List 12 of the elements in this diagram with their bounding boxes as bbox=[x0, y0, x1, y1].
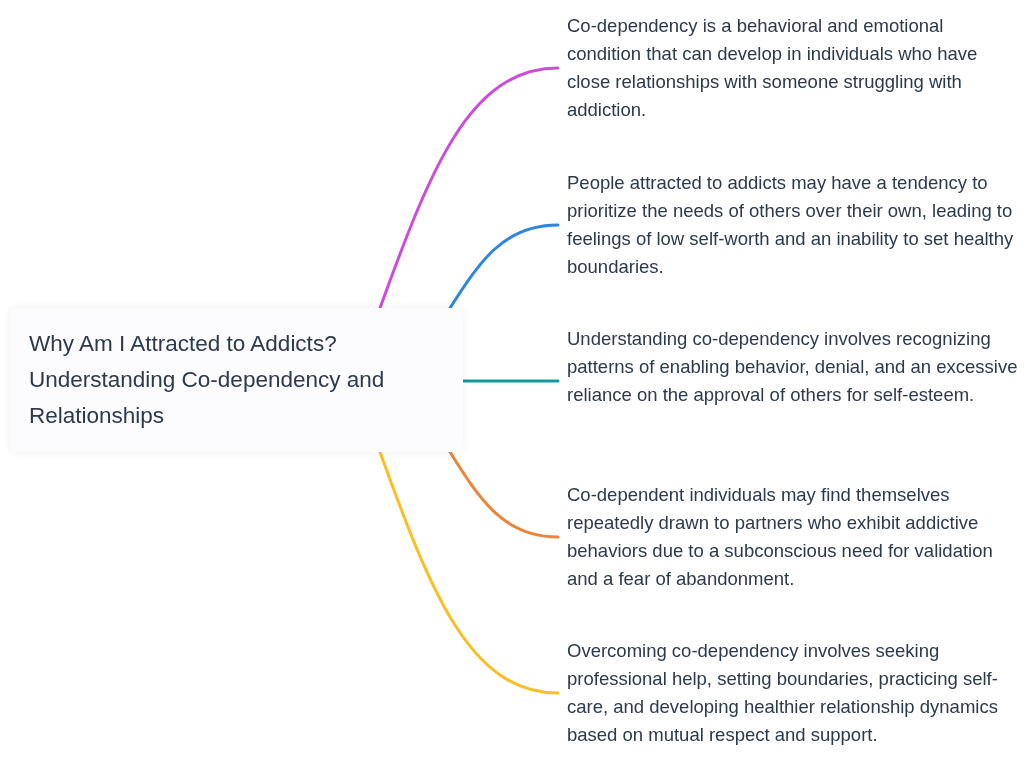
branch-text: Co-dependency is a behavioral and emotional condition that can develop in individuals who have close relationships with someone struggling with addiction. bbox=[567, 14, 979, 122]
branch-connector bbox=[448, 223, 560, 310]
topic-box bbox=[10, 308, 463, 452]
branch-connector bbox=[448, 450, 560, 539]
branch-connector bbox=[378, 66, 560, 310]
branch-text: People attracted to addicts may have a tendency to prioritize the needs of others over their own, leading to feelings of low self-worth and an inability to set healthy boundaries. bbox=[567, 171, 1015, 279]
topic-text: Why Am I Attracted to Addicts? Understanding Co-dependency and Relationships bbox=[29, 330, 386, 430]
branch-text: Overcoming co-dependency involves seeking professional help, setting boundaries, practicing self-care, and developing healthier relationship dynamics based on mutual respect and support. bbox=[567, 639, 999, 747]
branch-text: Co-dependent individuals may find themselves repeatedly drawn to partners who exhibit addictive behaviors due to a subconscious need for validation and a fear of abandonment. bbox=[567, 483, 994, 591]
branch-connector bbox=[378, 450, 560, 695]
branch-connector bbox=[461, 379, 560, 383]
branch-text: Understanding co-dependency involves recognizing patterns of enabling behavior, denial, and an excessive reliance on the approval of others for self-esteem. bbox=[567, 327, 1019, 407]
